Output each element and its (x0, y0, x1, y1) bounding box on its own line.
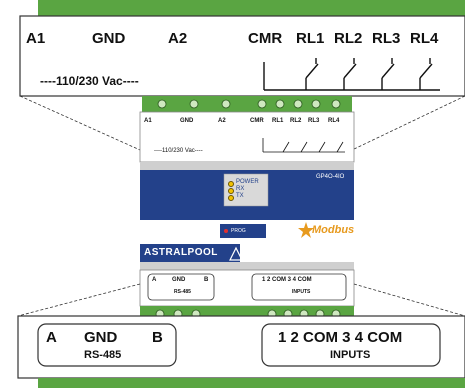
top-callout-guides (19, 95, 465, 151)
device-grey-band-top (140, 162, 354, 170)
device-upper-label-area (139, 111, 355, 163)
bottom-rs485-gnd: GND (84, 329, 118, 346)
device-rs485-b: B (204, 277, 209, 283)
device-label-a2: A2 (218, 118, 226, 124)
bottom-callout-terminal-strip (38, 378, 465, 388)
power-led-icon (228, 181, 234, 187)
led-label-power: POWER (236, 179, 259, 185)
device-label-rl3: RL3 (308, 118, 320, 124)
bottom-inputs-frame (261, 323, 441, 367)
bottom-rs485-title: RS-485 (84, 349, 122, 361)
prog-led-icon (224, 229, 228, 233)
led-label-rx: RX (236, 186, 245, 192)
top-callout-box (19, 15, 465, 97)
bottom-rs485-frame (37, 323, 177, 367)
bottom-rs485-b: B (152, 329, 163, 346)
modbus-star-icon (298, 222, 314, 238)
device-label-gnd: GND (180, 118, 194, 124)
top-label-rl1: RL1 (296, 30, 325, 47)
device-label-rl1: RL1 (272, 118, 284, 124)
device-relay-lines (262, 138, 345, 153)
top-label-rl3: RL3 (372, 30, 401, 47)
top-voltage-label: ----110/230 Vac---- (40, 74, 139, 88)
led-label-tx: TX (236, 193, 244, 199)
device-model-label: GP4O-4IO (316, 174, 345, 180)
bottom-rs485-a: A (46, 329, 57, 346)
top-relay-lines (263, 58, 440, 91)
top-callout-terminal-strip (38, 0, 465, 16)
device-inputs-frame (251, 273, 347, 301)
device-rs485-gnd: GND (172, 277, 186, 283)
device-label-a1: A1 (144, 118, 152, 124)
device-voltage-label: ----110/230 Vac---- (154, 148, 203, 154)
device-label-rl2: RL2 (290, 118, 302, 124)
device-input-labels: 1 2 COM 3 4 COM (262, 277, 312, 283)
device-label-rl4: RL4 (328, 118, 340, 124)
tx-led-icon (228, 195, 234, 201)
device-label-cmr: CMR (250, 118, 264, 124)
brand-logo: ASTRALPOOL (144, 247, 218, 258)
top-label-rl4: RL4 (410, 30, 439, 47)
device-top-screws (157, 99, 341, 109)
top-label-a1: A1 (26, 30, 46, 47)
bottom-callout-box (17, 315, 465, 379)
modbus-logo: Modbus (312, 224, 355, 236)
top-label-cmr: CMR (248, 30, 283, 47)
top-label-a2: A2 (168, 30, 188, 47)
prog-button[interactable] (220, 224, 266, 238)
top-label-rl2: RL2 (334, 30, 363, 47)
bottom-inputs-title: INPUTS (330, 349, 371, 361)
device-lower-label-area (139, 269, 355, 307)
bottom-input-labels: 1 2 COM 3 4 COM (278, 329, 403, 346)
prog-button-label: PROG (231, 228, 246, 234)
bottom-callout-guides (17, 283, 465, 317)
rx-led-icon (228, 188, 234, 194)
device-inputs-title: INPUTS (292, 289, 311, 295)
device-top-terminal-strip (142, 96, 352, 112)
device-rs485-a: A (152, 277, 157, 283)
device-rs485-title: RS-485 (174, 289, 191, 295)
brand-logo-triangle-icon (229, 246, 243, 261)
device-rs485-frame (147, 273, 215, 301)
brand-logo-bg (140, 244, 240, 262)
top-label-gnd: GND (92, 30, 126, 47)
device-grey-band-bottom (140, 262, 354, 270)
